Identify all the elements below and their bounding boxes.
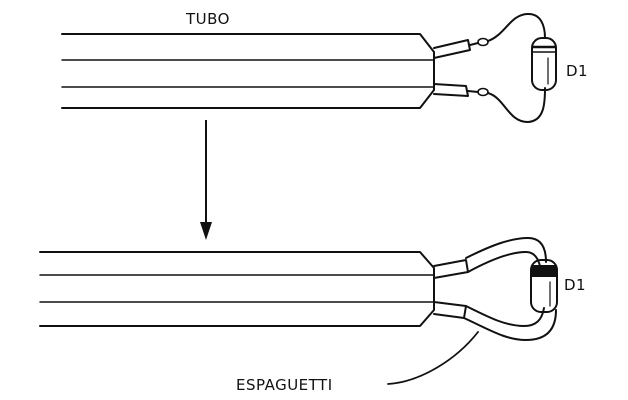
top-tube-body bbox=[61, 33, 435, 109]
top-wire-twist-upper bbox=[477, 37, 489, 47]
bottom-espaguetti-upper-inner bbox=[467, 251, 541, 273]
top-lead-sleeve-upper bbox=[433, 39, 471, 59]
bottom-espaguetti-lower-inner bbox=[465, 305, 545, 327]
bottom-diode-band bbox=[531, 265, 557, 277]
top-wire-lower-loop bbox=[487, 87, 546, 123]
top-diode-body bbox=[531, 37, 557, 91]
bottom-lead-sleeve-upper bbox=[433, 259, 469, 279]
top-wire-upper bbox=[469, 42, 479, 46]
diode-top-label: D1 bbox=[566, 62, 588, 80]
espaguetti-leader-line bbox=[387, 331, 479, 385]
tube-label: TUBO bbox=[185, 10, 230, 28]
top-lead-sleeve-lower bbox=[433, 83, 469, 97]
top-wire-lower bbox=[467, 90, 479, 93]
bottom-tube-body bbox=[39, 251, 435, 327]
bottom-lead-sleeve-lower bbox=[433, 301, 467, 319]
top-assembly bbox=[61, 12, 557, 123]
diode-bottom-label: D1 bbox=[564, 276, 586, 294]
bottom-diode-body bbox=[530, 259, 558, 313]
bottom-espaguetti-upper-outer bbox=[465, 237, 547, 263]
espaguetti-label: ESPAGUETTI bbox=[236, 376, 333, 394]
top-wire-upper-loop bbox=[487, 12, 546, 42]
bottom-assembly bbox=[39, 237, 558, 385]
transform-arrow bbox=[200, 120, 212, 240]
bottom-espaguetti-lower-outer bbox=[463, 309, 557, 341]
top-wire-twist-lower bbox=[477, 87, 489, 97]
arrow-head bbox=[200, 222, 212, 240]
